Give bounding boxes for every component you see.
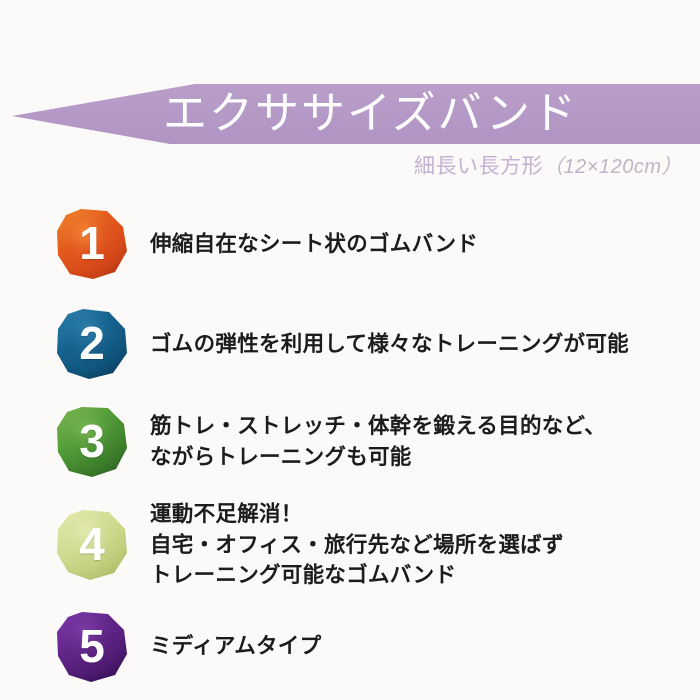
badge-polygon-icon bbox=[57, 407, 127, 477]
number-badge-3: 3 bbox=[55, 405, 129, 479]
feature-item-3: 3 筋トレ・ストレッチ・体幹を鍛える目的など、 ながらトレーニングも可能 bbox=[0, 403, 700, 481]
feature-line: トレーニング可能なゴムバンド bbox=[150, 563, 457, 588]
feature-text-5: ミディアムタイプ bbox=[150, 631, 321, 662]
number-badge-2: 2 bbox=[55, 307, 129, 381]
badge-number-label: 5 bbox=[79, 619, 105, 672]
badge-number-label: 2 bbox=[79, 317, 105, 369]
feature-list: 1 伸縮自在なシート状のゴムバンド bbox=[0, 196, 700, 686]
badge-polygon-icon bbox=[57, 209, 127, 279]
badge-number-label: 3 bbox=[79, 415, 105, 467]
banner-arrow-shape bbox=[12, 84, 700, 144]
feature-line: 運動不足解消！ bbox=[150, 502, 303, 526]
feature-text-1: 伸縮自在なシート状のゴムバンド bbox=[150, 229, 478, 260]
feature-line: ゴムの弾性を利用して様々なトレーニングが可能 bbox=[150, 331, 629, 356]
feature-line: 伸縮自在なシート状のゴムバンド bbox=[150, 231, 479, 256]
number-badge-1: 1 bbox=[55, 207, 129, 281]
feature-line: ながらトレーニングも可能 bbox=[150, 445, 412, 469]
badge-polygon-icon bbox=[57, 509, 127, 580]
subtitle-dimensions: （12×120cm） bbox=[543, 156, 682, 178]
badge-polygon-icon bbox=[57, 611, 127, 682]
number-badge-5: 5 bbox=[55, 610, 129, 684]
number-badge-4: 4 bbox=[55, 508, 129, 582]
subtitle-main: 細長い長方形 bbox=[414, 155, 544, 178]
title-banner: エクササイズバンド bbox=[0, 82, 700, 146]
feature-line: ミディアムタイプ bbox=[150, 634, 322, 659]
feature-line: 筋トレ・ストレッチ・体幹を鍛える目的など、 bbox=[150, 414, 607, 439]
feature-line: 自宅・オフィス・旅行先など場所を選ばず bbox=[150, 532, 564, 557]
feature-item-5: 5 ミディアムタイプ bbox=[0, 608, 700, 686]
badge-polygon-icon bbox=[57, 309, 127, 379]
feature-text-4: 運動不足解消！ 自宅・オフィス・旅行先など場所を選ばず トレーニング可能なゴムバ… bbox=[150, 499, 564, 591]
badge-number-label: 1 bbox=[79, 217, 105, 269]
page-title: エクササイズバンド bbox=[163, 89, 578, 138]
feature-item-4: 4 運動不足解消！ 自宅・オフィス・旅行先など場所を選ばず トレーニング可能なゴ… bbox=[0, 499, 700, 591]
feature-text-3: 筋トレ・ストレッチ・体幹を鍛える目的など、 ながらトレーニングも可能 bbox=[150, 411, 606, 472]
feature-item-1: 1 伸縮自在なシート状のゴムバンド bbox=[0, 205, 700, 283]
feature-item-2: 2 ゴムの弾性を利用して様々なトレーニングが可能 bbox=[0, 305, 700, 383]
feature-text-2: ゴムの弾性を利用して様々なトレーニングが可能 bbox=[150, 329, 629, 360]
badge-number-label: 4 bbox=[79, 517, 105, 570]
subtitle: 細長い長方形（12×120cm） bbox=[414, 150, 682, 180]
